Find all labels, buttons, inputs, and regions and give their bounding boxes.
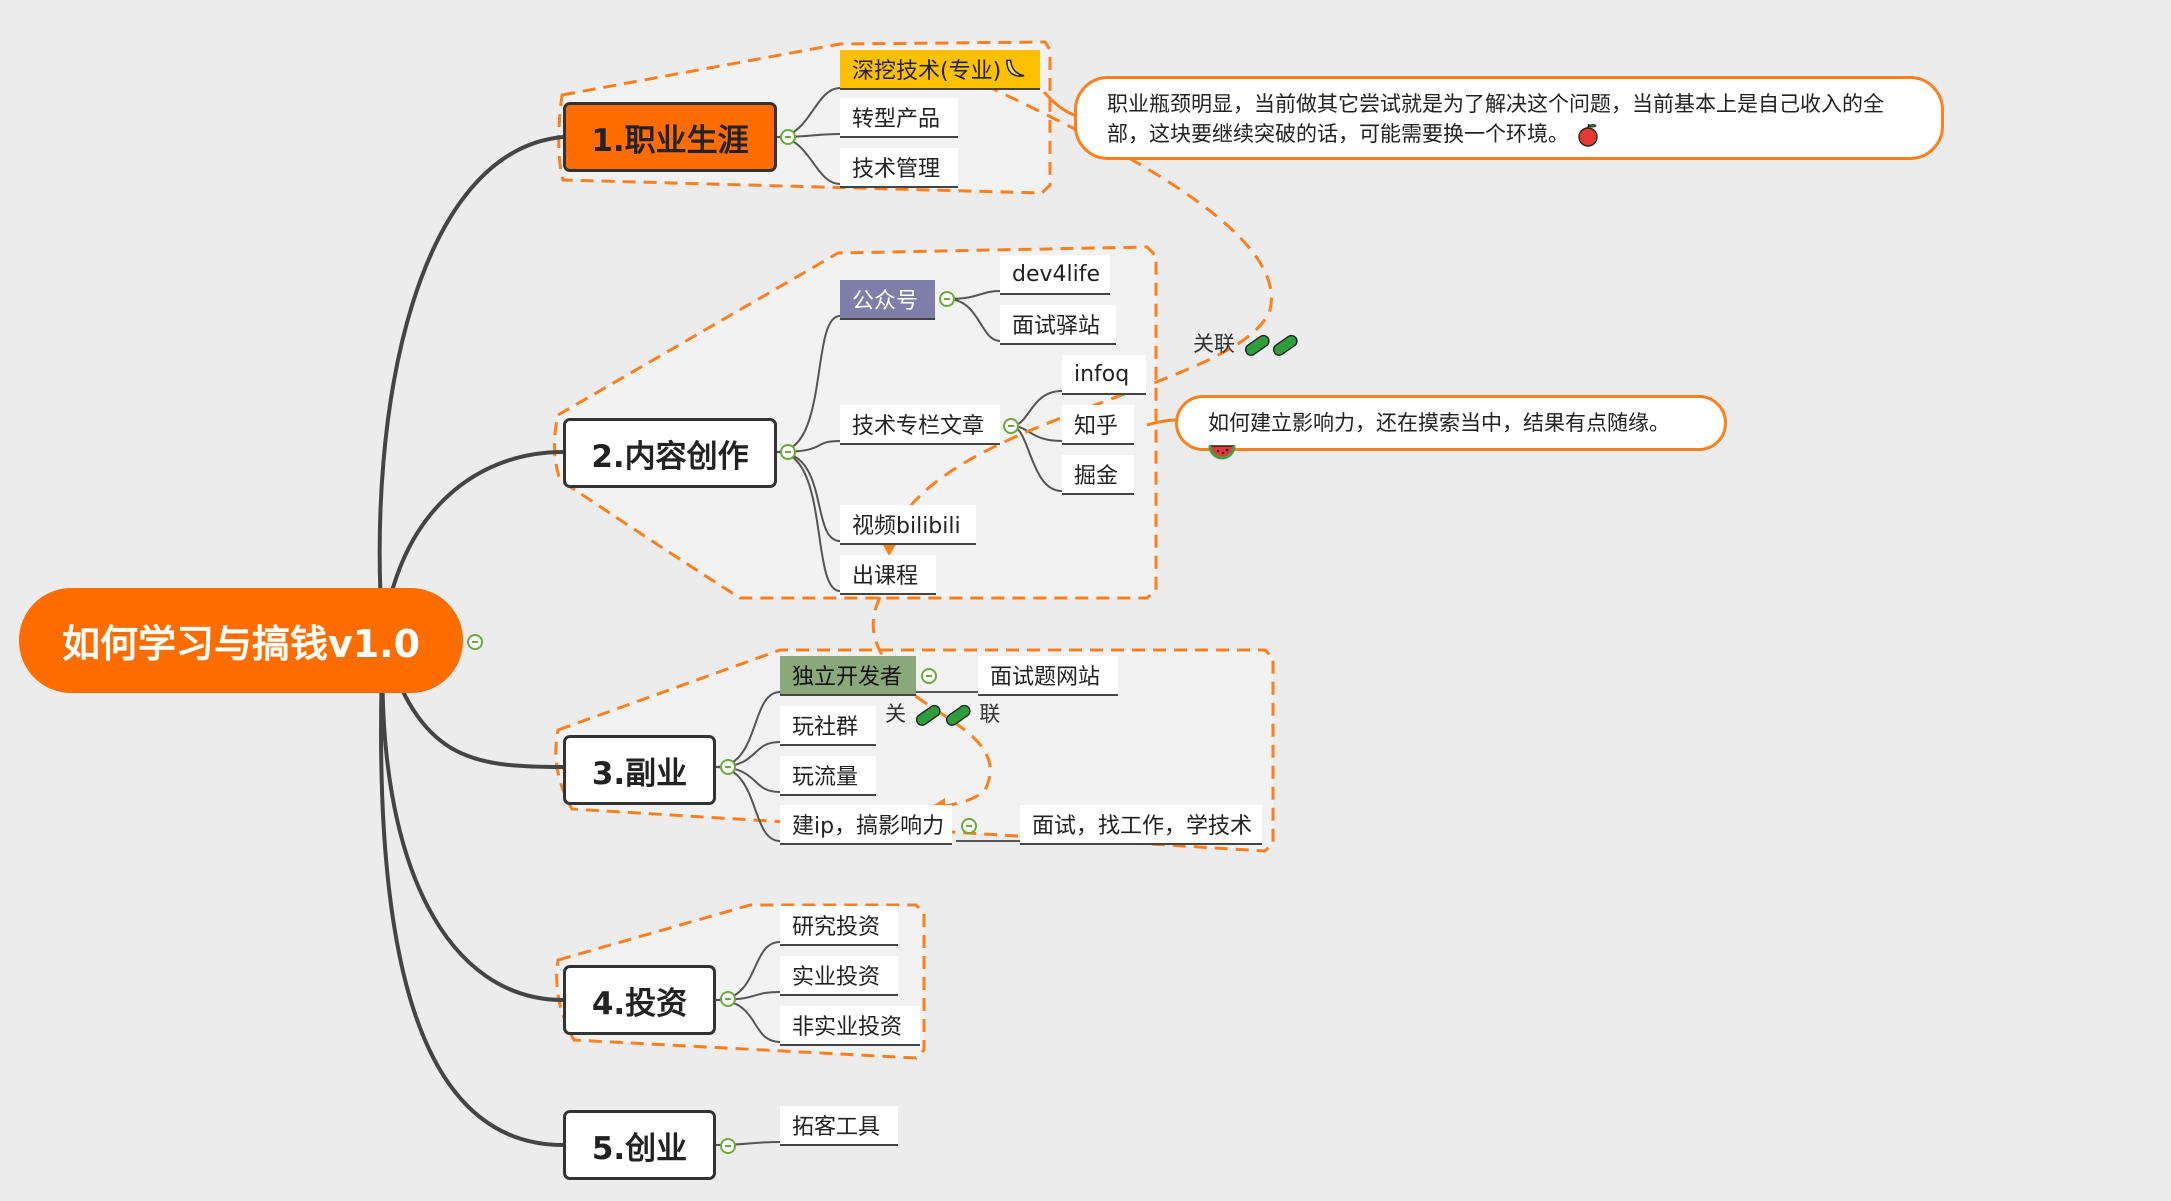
note-connector-content — [1146, 418, 1176, 427]
note-connector-career — [1042, 91, 1075, 117]
leaf-deep-tech[interactable]: 深挖技术(专业) — [840, 50, 1040, 90]
leaf-video-bilibili[interactable]: 视频bilibili — [840, 505, 976, 545]
leaf-dev4life[interactable]: dev4life — [1000, 255, 1110, 295]
leaf-indie-developer[interactable]: 独立开发者 — [780, 656, 916, 696]
relation-curve-bottom — [871, 596, 992, 808]
note-career-text: 职业瓶颈明显，当前做其它尝试就是为了解决这个问题，当前基本上是自己收入的全部，这… — [1107, 92, 1884, 146]
leaf-wechat[interactable]: 公众号 — [840, 280, 935, 320]
cucumber-icon — [1244, 334, 1298, 356]
collapse-indie[interactable] — [921, 668, 937, 684]
leaf-to-product[interactable]: 转型产品 — [840, 98, 958, 138]
leaf-infoq[interactable]: infoq — [1062, 355, 1146, 395]
branch-content[interactable]: 2.内容创作 — [563, 418, 777, 488]
collapse-wechat[interactable] — [939, 291, 955, 307]
leaf-juejin[interactable]: 掘金 — [1062, 455, 1134, 495]
leaf-build-ip[interactable]: 建ip，搞影响力 — [780, 805, 952, 845]
central-topic[interactable]: 如何学习与搞钱v1.0 — [19, 588, 463, 693]
branch-startup[interactable]: 5.创业 — [563, 1110, 716, 1180]
collapse-content[interactable] — [780, 444, 796, 460]
banana-icon — [1006, 59, 1025, 77]
collapse-startup[interactable] — [720, 1138, 736, 1154]
collapse-career[interactable] — [780, 129, 796, 145]
relation-label-bottom-left: 关 — [885, 702, 906, 726]
leaf-interview-job-learn[interactable]: 面试，找工作，学技术 — [1020, 805, 1262, 845]
note-content: 如何建立影响力，还在摸索当中，结果有点随缘。 — [1175, 395, 1727, 460]
leaf-customer-tool[interactable]: 拓客工具 — [780, 1106, 898, 1146]
leaf-tech-column[interactable]: 技术专栏文章 — [840, 405, 1000, 445]
leaf-traffic[interactable]: 玩流量 — [780, 756, 876, 796]
collapse-side[interactable] — [720, 759, 736, 775]
watermelon-icon — [1208, 445, 1236, 460]
leaf-interview-station[interactable]: 面试驿站 — [1000, 305, 1116, 345]
apple-icon — [1577, 123, 1598, 147]
relation-label-bottom-right: 联 — [979, 702, 1001, 726]
collapse-central[interactable] — [467, 634, 483, 650]
leaf-deep-tech-label: 深挖技术(专业) — [852, 59, 1002, 84]
leaf-industrial-invest[interactable]: 实业投资 — [780, 956, 898, 996]
note-content-text: 如何建立影响力，还在摸索当中，结果有点随缘。 — [1208, 411, 1670, 435]
leaf-zhihu[interactable]: 知乎 — [1062, 405, 1134, 445]
branch-invest[interactable]: 4.投资 — [563, 965, 716, 1035]
leaf-course[interactable]: 出课程 — [840, 555, 936, 595]
cucumber-icon — [915, 704, 971, 726]
collapse-invest[interactable] — [720, 991, 736, 1007]
connector-central-invest — [380, 639, 564, 1002]
relation-label-bottom[interactable]: 关 联 — [885, 698, 1000, 728]
note-career: 职业瓶颈明显，当前做其它尝试就是为了解决这个问题，当前基本上是自己收入的全部，这… — [1074, 76, 1944, 160]
relation-label-top-text: 关联 — [1193, 332, 1235, 356]
connector-central-startup — [379, 639, 564, 1147]
branch-career[interactable]: 1.职业生涯 — [563, 102, 777, 172]
leaf-research-invest[interactable]: 研究投资 — [780, 906, 898, 946]
collapse-tech-column[interactable] — [1003, 418, 1019, 434]
relation-label-top[interactable]: 关联 — [1193, 328, 1300, 358]
leaf-community[interactable]: 玩社群 — [780, 706, 876, 746]
branch-side-business[interactable]: 3.副业 — [563, 735, 716, 805]
connector-central-career — [377, 135, 564, 641]
leaf-interview-site[interactable]: 面试题网站 — [978, 656, 1118, 696]
leaf-tech-management[interactable]: 技术管理 — [840, 148, 958, 188]
collapse-build-ip[interactable] — [961, 818, 977, 834]
leaf-nonindustrial-invest[interactable]: 非实业投资 — [780, 1006, 920, 1046]
